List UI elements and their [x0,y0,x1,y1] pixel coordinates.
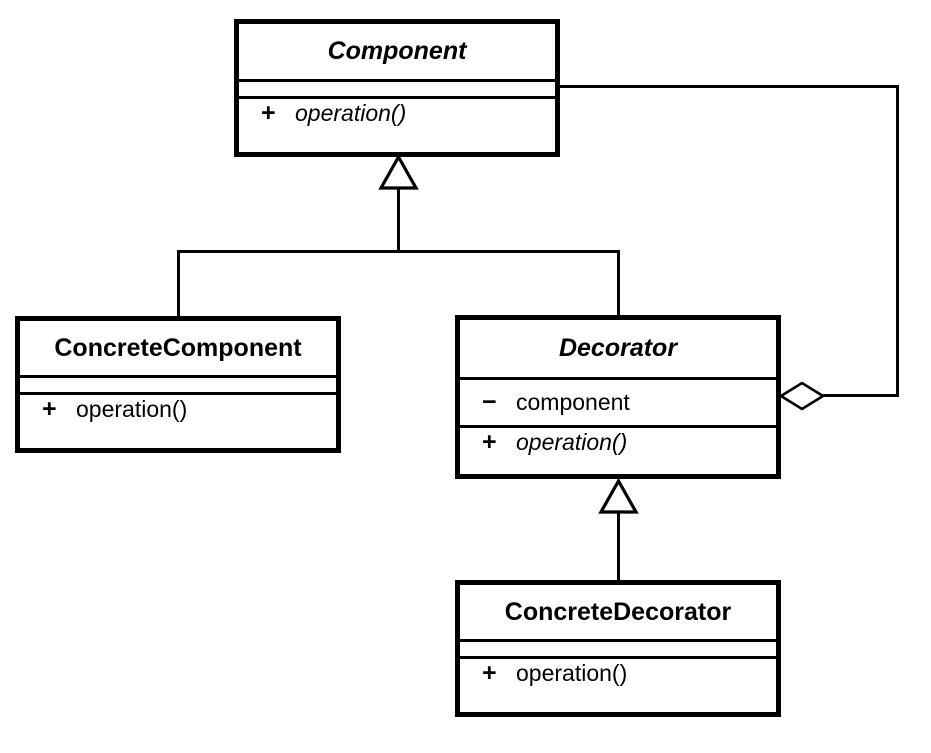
class-name-label: Component [327,37,467,65]
class-name-label: Decorator [558,334,678,362]
attributes-compartment-concrete-decorator [460,639,776,656]
generalization-stem-decorator [617,511,620,583]
aggregation-line-horizontal-lower [823,394,899,397]
attributes-compartment-component [239,79,555,96]
generalization-crossbar [177,250,620,253]
visibility-marker: + [482,428,497,456]
class-box-component[interactable]: Component + operation() [234,19,560,157]
visibility-marker: − [482,388,497,416]
member-label: component [516,389,630,415]
visibility-marker: + [42,395,57,423]
operation-row-decorator-operation[interactable]: + operation() [460,425,776,457]
generalization-drop-decorator [617,250,620,318]
visibility-marker: + [482,659,497,687]
member-label: operation() [516,660,628,686]
class-box-decorator[interactable]: Decorator − component + operation() [455,315,781,479]
generalization-stem-component [397,186,400,252]
member-label: operation() [76,396,188,422]
attribute-row-decorator-component[interactable]: − component [460,377,776,425]
class-name-label: ConcreteDecorator [504,597,732,626]
class-name-component: Component [239,24,555,79]
class-name-decorator: Decorator [460,320,776,377]
generalization-arrowhead-component [378,153,419,190]
operation-row-concrete-component-operation[interactable]: + operation() [20,392,336,424]
class-name-concrete-component: ConcreteComponent [20,321,336,375]
member-label: operation() [516,429,628,455]
visibility-marker: + [261,99,276,127]
member-label: operation() [295,100,407,126]
class-box-concrete-component[interactable]: ConcreteComponent + operation() [15,316,341,453]
generalization-arrowhead-decorator [598,477,639,514]
operation-row-concrete-decorator-operation[interactable]: + operation() [460,656,776,688]
class-box-concrete-decorator[interactable]: ConcreteDecorator + operation() [455,580,781,717]
class-name-concrete-decorator: ConcreteDecorator [460,585,776,639]
aggregation-line-horizontal-upper [556,85,899,88]
class-name-label: ConcreteComponent [54,333,302,362]
operation-row-component-operation[interactable]: + operation() [239,96,555,128]
attributes-compartment-concrete-component [20,375,336,392]
generalization-drop-concrete-component [177,250,180,318]
aggregation-diamond-icon [778,381,826,411]
aggregation-line-vertical [896,85,899,396]
